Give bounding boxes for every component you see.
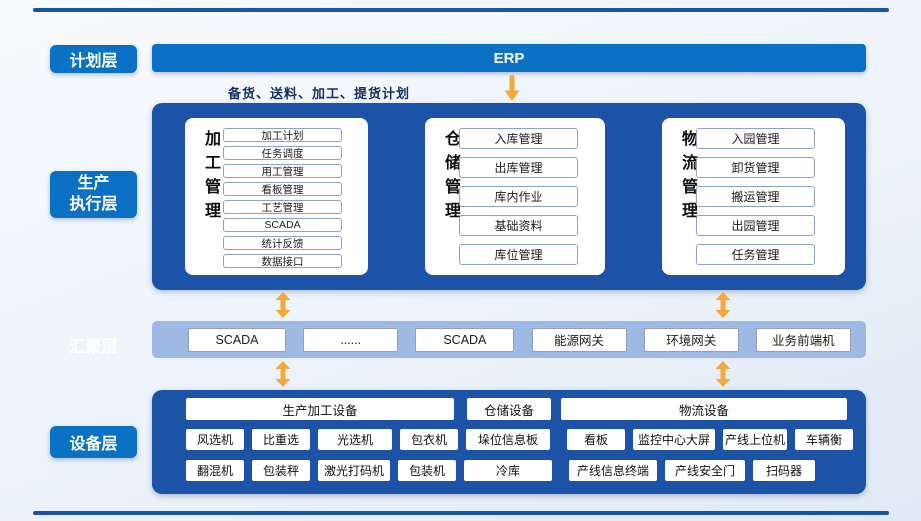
- device-row-1: 风选机 比重选 光选机 包衣机 垛位信息板 看板 监控中心大屏 产线上位机 车辆…: [186, 429, 866, 450]
- device-group-header: 生产加工设备: [186, 398, 454, 420]
- erp-bar: ERP: [152, 44, 866, 72]
- layer-badge-line2: 执行层: [69, 195, 118, 213]
- plan-note-text: 备货、送料、加工、提货计划: [228, 86, 411, 101]
- module-box: 加工计划: [223, 128, 342, 142]
- aggregation-box: SCADA: [415, 327, 515, 352]
- device-box: 激光打码机: [318, 460, 390, 481]
- device-box: 产线上位机: [723, 429, 787, 450]
- production-execution-container: 加工管理 加工计划 任务调度 用工管理 看板管理 工艺管理 SCADA 统计反馈…: [152, 103, 866, 290]
- module-box: 出园管理: [696, 215, 815, 236]
- device-box: 包衣机: [400, 429, 458, 450]
- device-group-header: 仓储设备: [467, 398, 551, 420]
- device-box: 冷库: [464, 460, 552, 481]
- card-item-list: 入园管理 卸货管理 搬运管理 出园管理 任务管理: [696, 128, 815, 265]
- module-box: 搬运管理: [696, 186, 815, 207]
- aggregation-box: 环境网关: [643, 327, 739, 352]
- bottom-border-line: [33, 511, 889, 515]
- double-arrow-icon: [275, 361, 291, 387]
- device-box: 比重选: [252, 429, 310, 450]
- module-box: 工艺管理: [223, 200, 342, 214]
- device-box: 包装机: [398, 460, 456, 481]
- card-item-list: 加工计划 任务调度 用工管理 看板管理 工艺管理 SCADA 统计反馈 数据接口: [223, 128, 342, 268]
- device-box: 垛位信息板: [466, 429, 550, 450]
- device-box: 扫码器: [753, 460, 815, 481]
- module-box: 数据接口: [223, 254, 342, 268]
- layer-badge-production-execution: 生产 执行层: [50, 171, 137, 218]
- card-title: 物流管理: [679, 130, 696, 226]
- card-logistics-management: 物流管理 入园管理 卸货管理 搬运管理 出园管理 任务管理: [662, 118, 845, 275]
- device-group-header: 物流设备: [561, 398, 847, 420]
- module-box: 入库管理: [459, 128, 578, 149]
- device-box: 风选机: [186, 429, 244, 450]
- device-box: 车辆衡: [795, 429, 853, 450]
- device-row-2: 翻混机 包装秤 激光打码机 包装机 冷库 产线信息终端 产线安全门 扫码器: [186, 460, 866, 481]
- module-box: 库位管理: [459, 244, 578, 265]
- double-arrow-icon: [715, 361, 731, 387]
- aggregation-box: SCADA: [188, 327, 286, 352]
- device-box: 看板: [567, 429, 625, 450]
- module-box: 任务管理: [696, 244, 815, 265]
- aggregation-box: ......: [303, 327, 399, 352]
- card-warehouse-management: 仓储管理 入库管理 出库管理 库内作业 基础资料 库位管理: [425, 118, 605, 275]
- layer-label-aggregation: 汇聚层: [69, 339, 118, 356]
- module-box: 看板管理: [223, 182, 342, 196]
- module-box: 卸货管理: [696, 157, 815, 178]
- device-box: 产线安全门: [665, 460, 745, 481]
- module-box: 库内作业: [459, 186, 578, 207]
- module-box: 出库管理: [459, 157, 578, 178]
- device-box: 翻混机: [186, 460, 244, 481]
- device-box: 光选机: [318, 429, 392, 450]
- aggregation-box: 业务前端机: [755, 327, 851, 352]
- module-box: 统计反馈: [223, 236, 342, 250]
- device-box: 包装秤: [252, 460, 310, 481]
- module-box: 基础资料: [459, 215, 578, 236]
- layer-badge-line1: 生产: [77, 175, 110, 193]
- layer-badge-device: 设备层: [50, 426, 137, 458]
- card-item-list: 入库管理 出库管理 库内作业 基础资料 库位管理: [459, 128, 578, 265]
- module-box: 入园管理: [696, 128, 815, 149]
- double-arrow-icon: [275, 292, 291, 318]
- double-arrow-icon: [715, 292, 731, 318]
- device-box: 产线信息终端: [569, 460, 657, 481]
- card-title: 加工管理: [202, 130, 219, 226]
- module-box: 用工管理: [223, 164, 342, 178]
- module-box: SCADA: [223, 218, 342, 232]
- device-box: 监控中心大屏: [633, 429, 715, 450]
- device-layer-container: 生产加工设备 仓储设备 物流设备 风选机 比重选 光选机 包衣机 垛位信息板 看…: [152, 390, 866, 494]
- card-processing-management: 加工管理 加工计划 任务调度 用工管理 看板管理 工艺管理 SCADA 统计反馈…: [185, 118, 368, 275]
- aggregation-layer-bar: SCADA ...... SCADA 能源网关 环境网关 业务前端机: [152, 321, 866, 358]
- module-box: 任务调度: [223, 146, 342, 160]
- device-header-row: 生产加工设备 仓储设备 物流设备: [186, 398, 866, 420]
- top-border-line: [33, 8, 889, 12]
- card-title: 仓储管理: [442, 130, 459, 226]
- layer-badge-plan: 计划层: [50, 45, 137, 73]
- down-arrow-icon: [504, 75, 520, 101]
- aggregation-box: 能源网关: [531, 327, 627, 352]
